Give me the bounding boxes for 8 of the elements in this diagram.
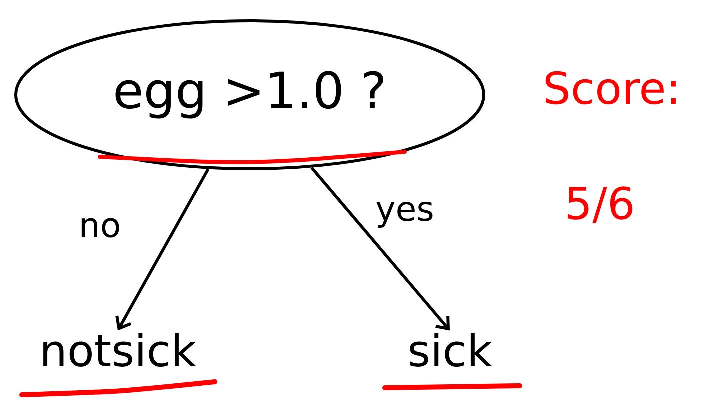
score-text: 5/6 [568,186,633,224]
leaf-text: sick [410,332,492,368]
arrow [310,166,450,331]
arrow [116,168,210,331]
leaf-text: notsick [44,332,196,368]
edge-label: no [78,217,122,239]
score-text: Score: [546,71,676,105]
edge-label: yes [374,200,436,230]
